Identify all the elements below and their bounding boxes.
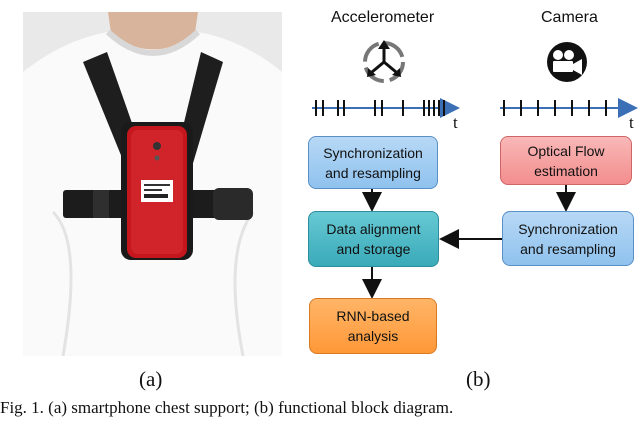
accelerometer-axis-label: t xyxy=(453,113,458,132)
accelerometer-axes-icon xyxy=(363,40,405,83)
panel-a-label: (a) xyxy=(139,367,163,391)
camera-axis-label: t xyxy=(629,113,634,132)
chest-support-photo xyxy=(23,12,282,356)
accelerometer-title: Accelerometer xyxy=(331,9,435,26)
functional-block-diagram xyxy=(312,40,638,299)
figure-caption: Fig. 1. (a) smartphone chest support; (b… xyxy=(0,398,454,417)
video-camera-icon xyxy=(547,42,587,82)
camera-title: Camera xyxy=(541,9,598,26)
panel-b-label: (b) xyxy=(466,367,491,391)
accelerometer-time-axis xyxy=(312,98,460,118)
camera-time-axis xyxy=(500,98,638,118)
